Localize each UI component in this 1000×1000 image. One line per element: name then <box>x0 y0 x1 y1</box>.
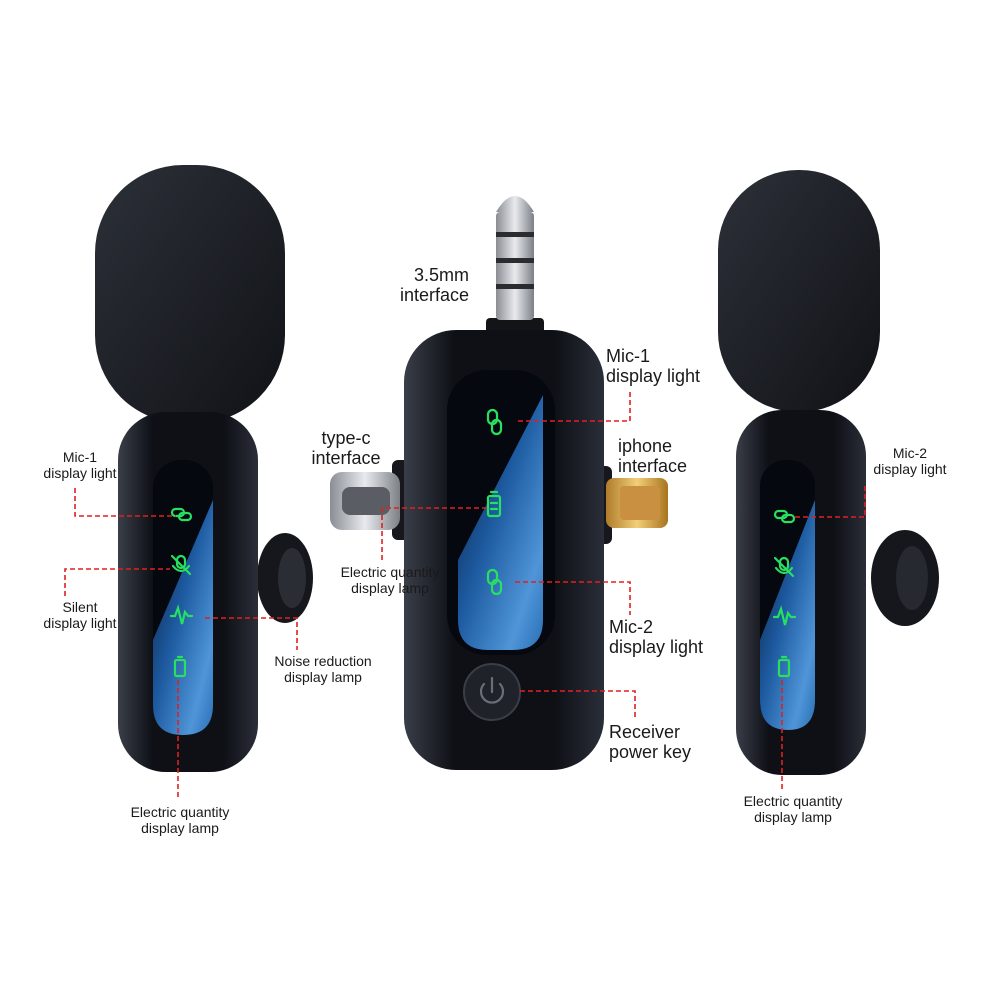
display-panel-center <box>458 395 543 650</box>
noise-wave-icon <box>169 604 194 625</box>
foam-windscreen-left <box>95 165 285 423</box>
link-icon <box>486 408 503 436</box>
power-icon <box>479 676 505 704</box>
leader-lines <box>64 392 866 800</box>
battery-icon <box>777 655 791 678</box>
mic-mute-icon <box>170 554 192 576</box>
link-icon <box>773 509 796 524</box>
battery-icon <box>486 490 502 518</box>
receiver <box>330 196 668 770</box>
right-transmitter <box>718 170 939 775</box>
noise-wave-icon <box>772 605 797 626</box>
jack-plug <box>496 212 534 320</box>
link-icon <box>486 568 503 596</box>
foam-windscreen-right <box>718 170 880 412</box>
link-icon <box>170 507 193 522</box>
battery-icon <box>173 655 187 678</box>
mic-mute-icon <box>773 556 795 578</box>
